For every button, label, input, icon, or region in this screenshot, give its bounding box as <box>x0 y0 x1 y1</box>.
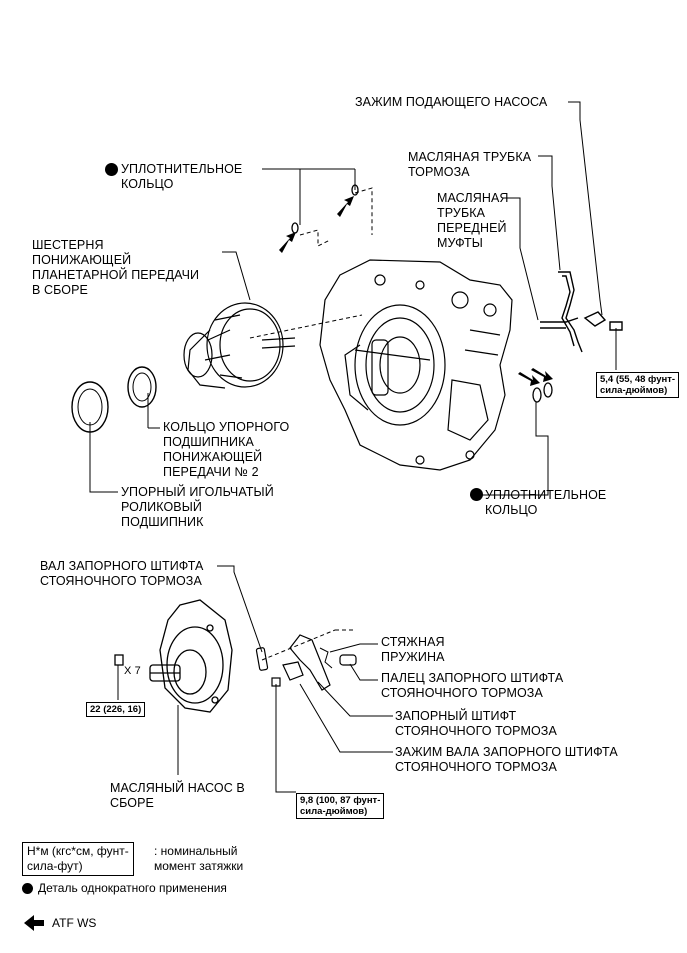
label-pump-clamp: ЗАЖИМ ПОДАЮЩЕГО НАСОСА <box>355 95 548 109</box>
legend-arrow-shape <box>24 915 44 931</box>
leader-needle-bearing <box>89 422 118 493</box>
leader-seal-top <box>262 168 301 225</box>
torque-spec-1: 5,4 (55, 48 фунт- сила-дюймов) <box>596 372 680 398</box>
leader-t3 <box>275 684 296 793</box>
leader-pawl-shaft <box>217 565 263 653</box>
atf-arrows <box>24 196 553 931</box>
legend-unit-desc: : номинальный момент затяжки <box>154 844 244 873</box>
thrust-ring <box>127 366 157 408</box>
single-use-dot-icon <box>470 488 483 501</box>
label-bolt-count: X 7 <box>124 665 141 677</box>
leader-front-tube <box>505 197 539 321</box>
leader-brake-tube <box>538 155 561 271</box>
leader-pawl-clamp <box>299 683 393 753</box>
legend-single-use: Деталь однократного применения <box>38 881 227 895</box>
leader-pawl <box>317 681 393 717</box>
leader-pump-clamp <box>568 101 603 316</box>
leader-reduction-gear <box>222 251 251 301</box>
label-parking-pawl: ЗАПОРНЫЙ ШТИФТ СТОЯНОЧНОГО ТОРМОЗА <box>395 709 557 738</box>
leader-finger <box>349 663 378 681</box>
label-parking-pawl-shaft: ВАЛ ЗАПОРНОГО ШТИФТА СТОЯНОЧНОГО ТОРМОЗА <box>40 559 204 588</box>
leader-spring <box>329 643 378 653</box>
label-oil-pump: МАСЛЯНЫЙ НАСОС В СБОРЕ <box>110 781 245 810</box>
torque-spec-3: 9,8 (100, 87 фунт- сила-дюймов) <box>296 793 385 819</box>
legend-unit-box: Н*м (кгс*см, фунт- сила-фут) <box>22 842 134 876</box>
label-thrust-ring: КОЛЬЦО УПОРНОГО ПОДШИПНИКА ПОНИЖАЮЩЕЙ ПЕ… <box>163 420 290 479</box>
oil-tubes <box>540 271 623 353</box>
needle-bearing <box>71 381 109 433</box>
seal-ring-b <box>543 382 553 398</box>
label-front-clutch-tube: МАСЛЯНАЯ ТРУБКА ПЕРЕДНЕЙ МУФТЫ <box>437 191 509 250</box>
leader-seal-right <box>470 402 549 496</box>
seal-ring-a <box>532 387 542 403</box>
label-tension-spring: СТЯЖНАЯ ПРУЖИНА <box>381 635 445 664</box>
planetary-gear <box>183 302 296 389</box>
legend-atf: ATF WS <box>52 916 97 930</box>
single-use-dot-icon <box>22 883 33 894</box>
oil-pump <box>114 599 233 713</box>
torque-spec-2: 22 (226, 16) <box>86 702 146 717</box>
label-pawl-finger: ПАЛЕЦ ЗАПОРНОГО ШТИФТА СТОЯНОЧНОГО ТОРМО… <box>381 671 564 700</box>
label-pawl-shaft-clamp: ЗАЖИМ ВАЛА ЗАПОРНОГО ШТИФТА СТОЯНОЧНОГО … <box>395 745 618 774</box>
parking-parts <box>255 634 357 691</box>
transaxle-case <box>319 259 513 471</box>
label-needle-bearing: УПОРНЫЙ ИГОЛЬЧАТЫЙ РОЛИКОВЫЙ ПОДШИПНИК <box>121 485 274 529</box>
label-reduction-gear: ШЕСТЕРНЯ ПОНИЖАЮЩЕЙ ПЛАНЕТАРНОЙ ПЕРЕДАЧИ… <box>32 238 200 297</box>
label-seal-ring-top: УПЛОТНИТЕЛЬНОЕ КОЛЬЦО <box>121 162 243 191</box>
label-brake-oil-tube: МАСЛЯНАЯ ТРУБКА ТОРМОЗА <box>408 150 532 179</box>
label-seal-ring-right: УПЛОТНИТЕЛЬНОЕ КОЛЬЦО <box>485 488 607 517</box>
single-use-dot-icon <box>105 163 118 176</box>
